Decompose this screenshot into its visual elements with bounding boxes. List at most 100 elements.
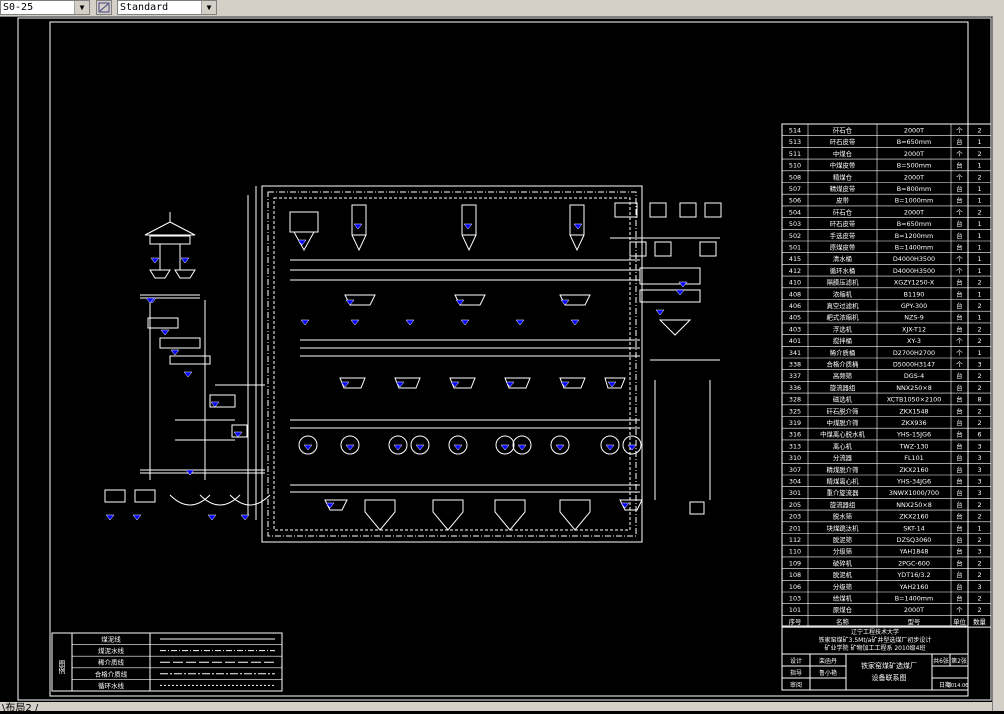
bom-cell: 301 — [789, 489, 801, 497]
equipment-marker — [350, 319, 360, 326]
equipment-marker — [183, 371, 193, 378]
bom-cell: 514 — [789, 127, 801, 135]
bom-cell: 1 — [977, 244, 981, 252]
equipment-marker — [210, 401, 220, 408]
bom-cell: 原煤皮带 — [830, 243, 856, 252]
process-flowsheet — [104, 185, 722, 543]
bom-cell: 台 — [956, 231, 962, 240]
bom-cell: 2000T — [904, 606, 924, 614]
bom-cell: 3 — [977, 478, 981, 486]
bom-cell: 2 — [977, 595, 981, 603]
bom-cell: XY-3 — [907, 337, 921, 345]
equipment-marker — [573, 223, 583, 230]
bom-cell: 338 — [789, 361, 801, 369]
bom-cell: 台 — [956, 161, 962, 170]
equipment-marker — [145, 297, 155, 304]
bom-cell: 手选皮带 — [830, 231, 856, 240]
bom-cell: 101 — [789, 606, 801, 614]
bom-cell: NNX250×8 — [896, 501, 932, 509]
bom-cell: 精煤脱介筛 — [827, 465, 860, 474]
chevron-down-icon[interactable]: ▼ — [201, 1, 216, 14]
bom-cell: 203 — [789, 513, 801, 521]
bom-cell: 8 — [977, 396, 981, 404]
equipment-marker — [515, 319, 525, 326]
bom-cell: 508 — [789, 173, 801, 181]
bom-cell: 旋流器组 — [830, 383, 856, 392]
layout-tabs[interactable]: \布局2 / — [0, 702, 992, 714]
equipment-marker — [505, 381, 515, 388]
date-value: 2014.06 — [948, 683, 969, 689]
bom-cell: 319 — [789, 419, 801, 427]
textstyle-value: Standard — [120, 2, 169, 13]
project-title: 铁家窑煤矿3.5Mt/a矿井型选煤厂初步设计 — [819, 636, 932, 644]
bom-cell: XCTB1050×2100 — [887, 396, 942, 404]
bom-cell: SKT-14 — [903, 524, 925, 532]
equipment-markers — [105, 223, 688, 521]
bom-cell: 矸石脱介筛 — [827, 406, 860, 415]
equipment-marker — [303, 444, 313, 451]
bom-cell: 台 — [956, 558, 962, 567]
bom-cell: 506 — [789, 197, 801, 205]
bom-cell: 2000T — [904, 208, 924, 216]
bom-cell: 矸石皮带 — [830, 219, 856, 228]
bom-cell: 3 — [977, 548, 981, 556]
dimstyle-select[interactable]: S0-25 ▼ — [0, 0, 90, 15]
bom-cell: 1 — [977, 524, 981, 532]
bom-cell: 1 — [977, 185, 981, 193]
equipment-marker — [675, 289, 685, 296]
bom-cell: 3 — [977, 466, 981, 474]
bom-cell: 台 — [956, 289, 962, 298]
equipment-marker — [560, 381, 570, 388]
cad-toolbar: S0-25 ▼ Standard ▼ — [0, 0, 1004, 17]
bom-cell: 矸石皮带 — [830, 137, 856, 146]
legend-row-label: 煤泥水线 — [98, 646, 125, 655]
bom-cell: 个 — [956, 127, 963, 135]
legend-row-label: 煤泥线 — [101, 635, 121, 644]
bom-cell: 台 — [956, 278, 962, 287]
bom-cell: 脱水筛 — [833, 512, 853, 521]
textstyle-select[interactable]: Standard ▼ — [117, 0, 217, 15]
bom-cell: ZKX1548 — [899, 407, 928, 415]
bom-cell: 1 — [977, 314, 981, 322]
bom-cell: 1 — [977, 267, 981, 275]
equipment-marker — [240, 514, 250, 521]
bom-cell: 隔膜压滤机 — [827, 278, 860, 287]
equipment-marker — [455, 299, 465, 306]
date-label: 日期 — [939, 681, 951, 689]
bom-cell: 106 — [789, 583, 801, 591]
bom-cell: 台 — [956, 453, 962, 462]
sump-row — [324, 499, 643, 531]
bom-cell: 325 — [789, 407, 801, 415]
bom-cell: D2700H2700 — [893, 349, 935, 357]
bom-header-cell: 型号 — [908, 617, 921, 626]
equipment-marker — [517, 444, 527, 451]
chevron-down-icon[interactable]: ▼ — [74, 1, 89, 14]
bom-cell: 稀介质桶 — [830, 348, 856, 357]
bom-cell: 401 — [789, 337, 801, 345]
equipment-marker — [170, 349, 180, 356]
bom-cell: 原煤仓 — [833, 605, 853, 614]
layout-tab-label[interactable]: \布局2 / — [2, 703, 39, 714]
bom-cell: 个 — [956, 267, 963, 275]
bom-cell: 2000T — [904, 173, 924, 181]
bom-cell: 搅拌桶 — [833, 336, 852, 345]
flowsheet-drawing: 514矸石仓2000T个2513矸石皮带B=650mm台1511中煤仓2000T… — [17, 17, 992, 701]
bom-cell: 108 — [789, 571, 801, 579]
bom-cell: XGZY1250-X — [894, 279, 935, 287]
bom-cell: 313 — [789, 442, 801, 450]
vertical-scrollbar[interactable] — [992, 16, 1004, 711]
bom-cell: 410 — [789, 279, 801, 287]
bom-cell: 台 — [956, 383, 962, 392]
equipment-marker — [393, 444, 403, 451]
review-name: 鲁小艳 — [819, 669, 837, 677]
dimstyle-icon[interactable] — [96, 0, 112, 15]
equipment-marker — [297, 239, 307, 246]
bom-cell: 个 — [956, 150, 963, 158]
bom-cell: 给煤机 — [833, 594, 853, 603]
design-name: 栾函丹 — [819, 657, 837, 665]
bom-cell: 2000T — [904, 127, 924, 135]
bom-cell: 离心机 — [833, 441, 853, 450]
equipment-marker — [620, 502, 630, 509]
